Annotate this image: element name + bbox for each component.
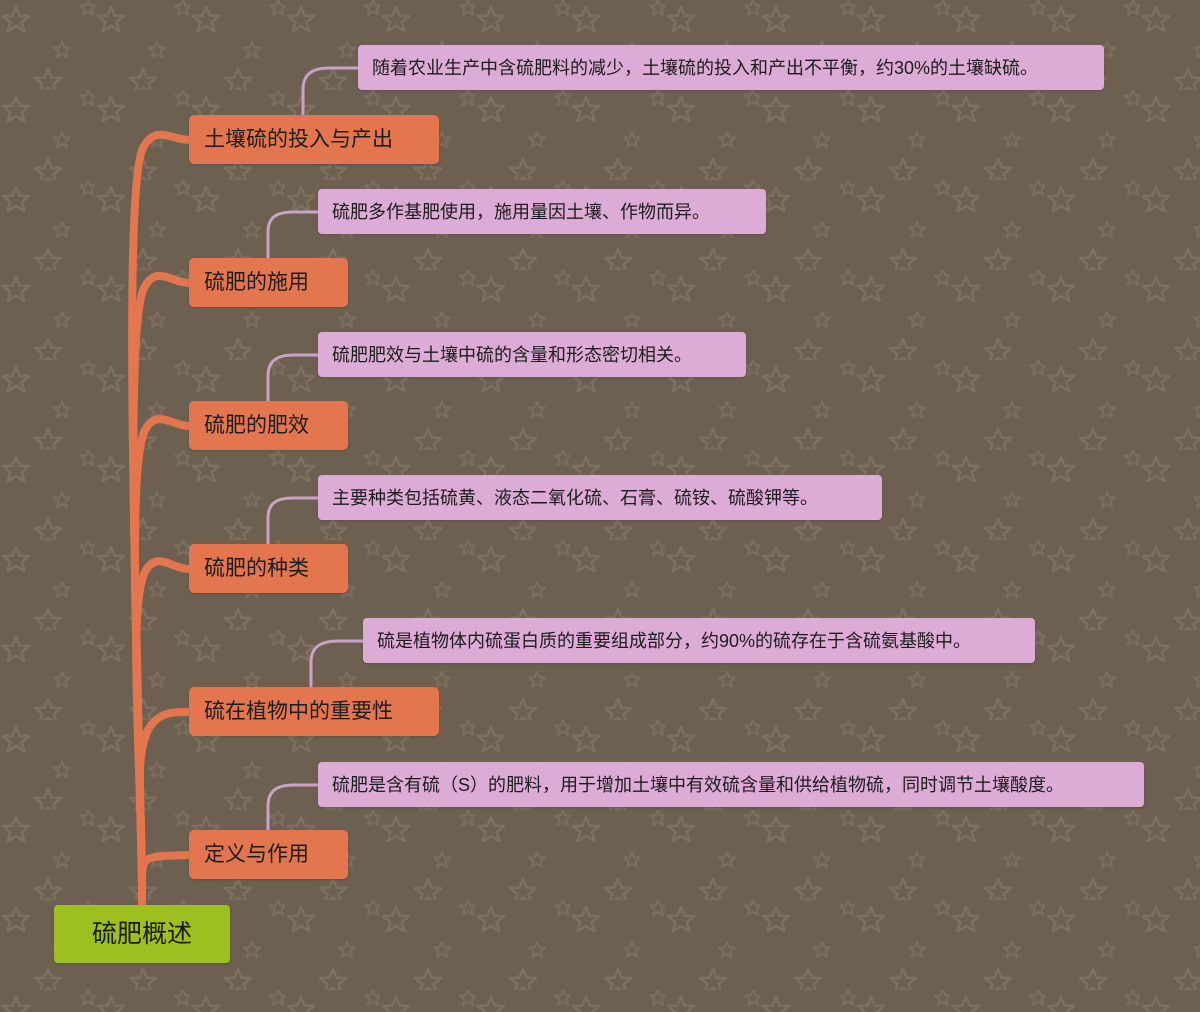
leaf-node-5[interactable]: 硫是植物体内硫蛋白质的重要组成部分，约90%的硫存在于含硫氨基酸中。	[363, 618, 1035, 663]
leaf-node-6[interactable]: 硫肥是含有硫（S）的肥料，用于增加土壤中有效硫含量和供给植物硫，同时调节土壤酸度…	[318, 762, 1144, 807]
branch-node-6-label: 定义与作用	[204, 843, 309, 866]
branch-node-1-label: 土壤硫的投入与产出	[204, 128, 393, 151]
leaf-node-4[interactable]: 主要种类包括硫黄、液态二氧化硫、石膏、硫铵、硫酸钾等。	[318, 475, 882, 520]
branch-node-4-label: 硫肥的种类	[204, 557, 309, 580]
branch-node-2[interactable]: 硫肥的施用	[189, 258, 348, 307]
leaf-node-4-label: 主要种类包括硫黄、液态二氧化硫、石膏、硫铵、硫酸钾等。	[332, 487, 818, 508]
leaf-node-3[interactable]: 硫肥肥效与土壤中硫的含量和形态密切相关。	[318, 332, 746, 377]
leaf-node-2-label: 硫肥多作基肥使用，施用量因土壤、作物而异。	[332, 201, 710, 222]
leaf-node-1[interactable]: 随着农业生产中含硫肥料的减少，土壤硫的投入和产出不平衡，约30%的土壤缺硫。	[358, 45, 1104, 90]
root-node[interactable]: 硫肥概述	[54, 905, 230, 963]
trunk-edges	[128, 130, 193, 909]
leaf-node-2[interactable]: 硫肥多作基肥使用，施用量因土壤、作物而异。	[318, 189, 766, 234]
leaf-node-3-label: 硫肥肥效与土壤中硫的含量和形态密切相关。	[332, 344, 692, 365]
branch-node-6[interactable]: 定义与作用	[189, 830, 348, 879]
branch-node-5[interactable]: 硫在植物中的重要性	[189, 687, 439, 736]
branch-node-5-label: 硫在植物中的重要性	[204, 700, 393, 723]
branch-node-1[interactable]: 土壤硫的投入与产出	[189, 115, 439, 164]
branch-node-2-label: 硫肥的施用	[204, 271, 309, 294]
branch-node-3-label: 硫肥的肥效	[204, 414, 309, 437]
root-node-label: 硫肥概述	[91, 919, 192, 948]
branch-node-4[interactable]: 硫肥的种类	[189, 544, 348, 593]
branch-node-3[interactable]: 硫肥的肥效	[189, 401, 348, 450]
leaf-node-6-label: 硫肥是含有硫（S）的肥料，用于增加土壤中有效硫含量和供给植物硫，同时调节土壤酸度…	[332, 774, 1065, 795]
leaf-node-1-label: 随着农业生产中含硫肥料的减少，土壤硫的投入和产出不平衡，约30%的土壤缺硫。	[372, 57, 1039, 78]
leaf-node-5-label: 硫是植物体内硫蛋白质的重要组成部分，约90%的硫存在于含硫氨基酸中。	[377, 630, 972, 651]
